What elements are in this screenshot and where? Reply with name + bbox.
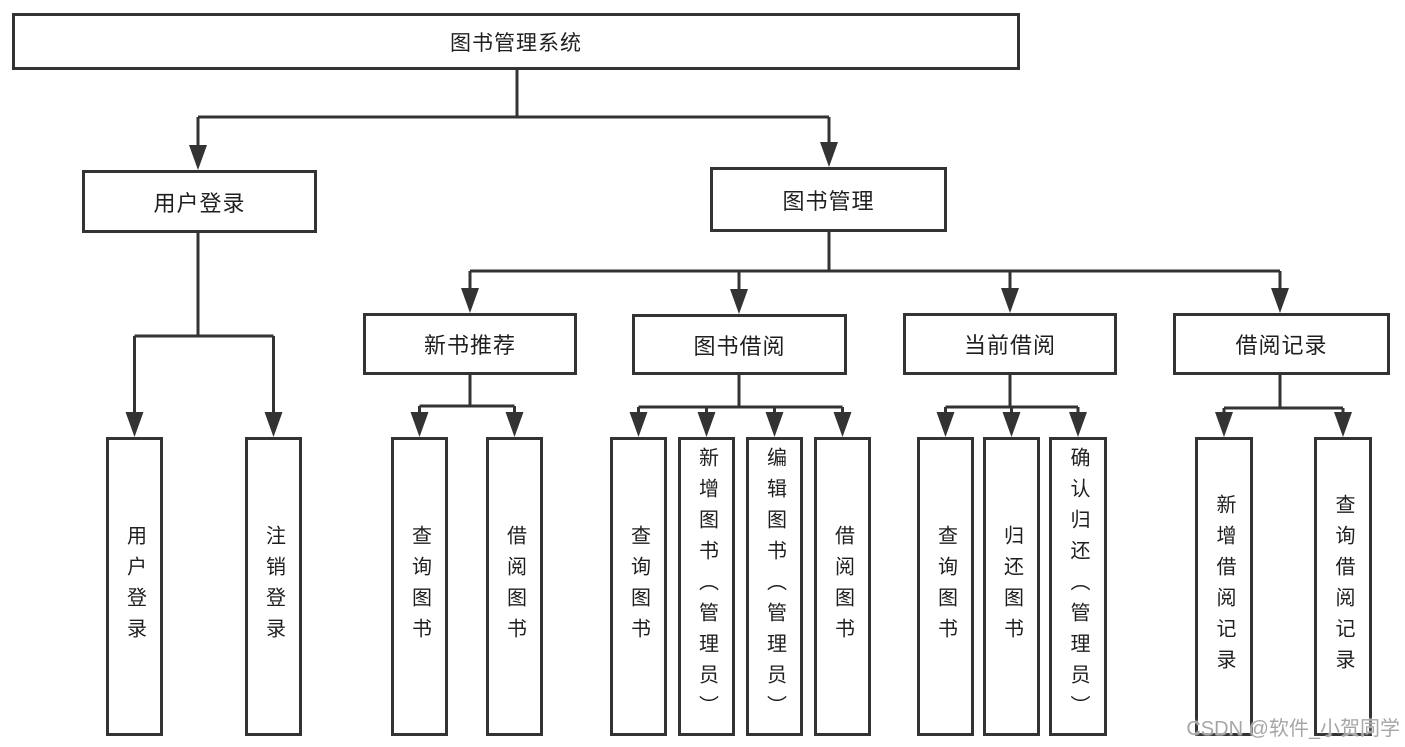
leaf-borrow-edit-book-admin: 编辑图书（管理员） <box>746 437 803 736</box>
arrowheads <box>125 142 1352 437</box>
arrow-icon <box>1069 412 1087 437</box>
leaf-borrow-add-book-admin: 新增图书（管理员） <box>678 437 735 736</box>
arrow-icon <box>125 412 144 437</box>
leaf-newbook-query-book: 查询图书 <box>391 437 448 736</box>
arrow-icon <box>410 412 429 437</box>
csdn-watermark: CSDN @软件_小贺同学 <box>1186 718 1400 740</box>
leaf-current-query-book: 查询图书 <box>917 437 974 736</box>
leaf-record-add-borrow-record: 新增借阅记录 <box>1195 437 1253 736</box>
arrow-icon <box>505 412 524 437</box>
leaf-current-confirm-return-admin: 确认归还（管理员） <box>1049 437 1107 736</box>
arrow-icon <box>697 412 716 437</box>
arrow-icon <box>730 289 748 314</box>
leaf-borrow-query-book: 查询图书 <box>610 437 667 736</box>
arrow-icon <box>1334 412 1352 437</box>
arrow-icon <box>189 145 207 170</box>
arrow-icon <box>1215 412 1233 437</box>
leaf-current-return-book: 归还图书 <box>983 437 1040 736</box>
arrow-icon <box>629 412 648 437</box>
tree-edges <box>133 70 1345 420</box>
node-borrow-record: 借阅记录 <box>1173 313 1390 375</box>
arrow-icon <box>820 142 838 167</box>
node-book-management: 图书管理 <box>710 167 947 232</box>
arrow-icon <box>936 412 955 437</box>
leaf-borrow-borrow-book: 借阅图书 <box>814 437 871 736</box>
arrow-icon <box>833 412 852 437</box>
node-book-borrow: 图书借阅 <box>632 314 847 375</box>
arrow-icon <box>264 412 283 437</box>
arrow-icon <box>765 412 784 437</box>
arrow-icon <box>1002 412 1021 437</box>
leaf-logout-login: 注销登录 <box>245 437 302 736</box>
node-user-login: 用户登录 <box>82 170 317 233</box>
arrow-icon <box>1001 288 1019 313</box>
node-library-management-system: 图书管理系统 <box>12 13 1020 70</box>
leaf-newbook-borrow-book: 借阅图书 <box>486 437 543 736</box>
node-new-book-recommend: 新书推荐 <box>363 313 577 375</box>
arrow-icon <box>461 288 479 313</box>
arrow-icon <box>1271 288 1289 313</box>
leaf-record-query-borrow-record: 查询借阅记录 <box>1314 437 1372 736</box>
leaf-user-login: 用户登录 <box>106 437 163 736</box>
node-current-borrow: 当前借阅 <box>903 313 1117 375</box>
